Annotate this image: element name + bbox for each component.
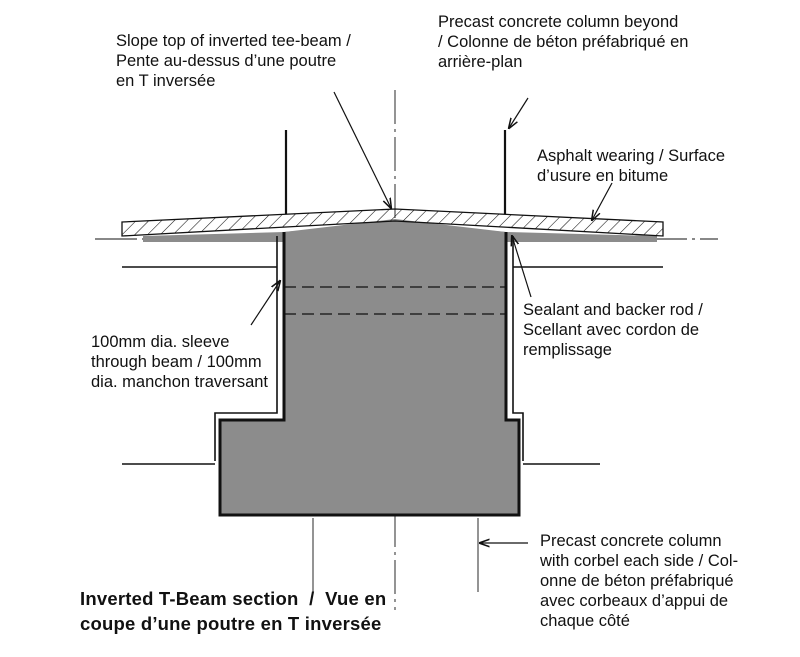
label-slope-top: Slope top of inverted tee-beam / Pente a… [116, 32, 351, 90]
diagram-caption: Inverted T-Beam section / Vue en coupe d… [80, 588, 387, 634]
inverted-tee-beam [220, 222, 519, 515]
label-asphalt: Asphalt wearing / Surface d’usure en bit… [537, 147, 726, 185]
label-sleeve: 100mm dia. sleeve through beam / 100mm d… [91, 333, 269, 391]
label-column-beyond: Precast concrete column beyond / Colonne… [438, 13, 689, 71]
arrow-icon [509, 97, 529, 128]
label-sealant: Sealant and backer rod / Scellant avec c… [523, 301, 703, 359]
label-column-corbel: Precast concrete column with corbel each… [540, 532, 739, 630]
arrow-icon [512, 236, 532, 298]
column-face-left [214, 236, 278, 461]
column-face-right [512, 236, 524, 461]
asphalt-wearing-surface [121, 208, 664, 237]
beam-outline [218, 232, 521, 517]
arrow-icon [333, 91, 391, 208]
arrow-icon [250, 281, 280, 326]
arrow-icon [592, 182, 613, 220]
